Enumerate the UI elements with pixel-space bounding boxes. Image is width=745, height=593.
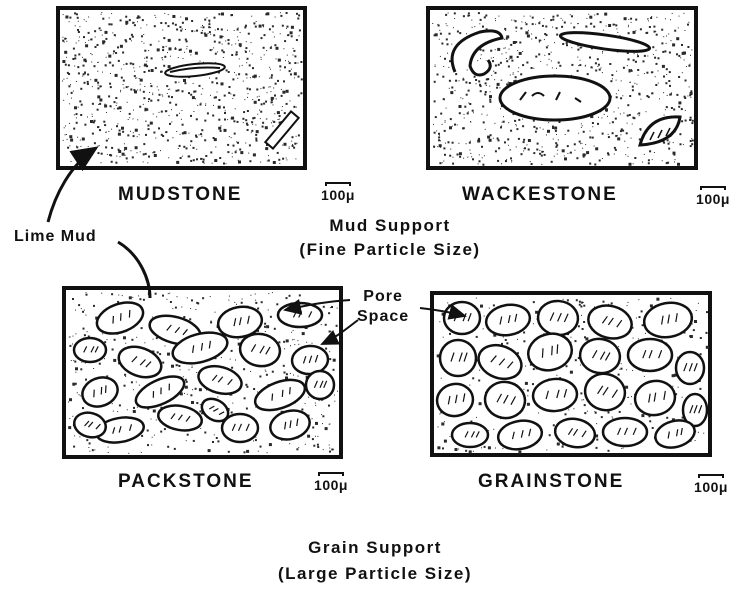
wackestone-scale-text: 100μ xyxy=(688,191,738,207)
packstone-scale-text: 100μ xyxy=(306,477,356,493)
mudstone-label: MUDSTONE xyxy=(118,184,242,206)
mud-support-caption: Mud Support (Fine Particle Size) xyxy=(250,216,530,260)
scale-bar-icon xyxy=(700,186,726,190)
grain-support-caption: Grain Support (Large Particle Size) xyxy=(235,538,515,584)
wackestone-panel xyxy=(428,8,696,168)
pore-space-label: Pore Space xyxy=(357,287,409,327)
mud-support-subtitle: (Fine Particle Size) xyxy=(250,240,530,260)
mudstone-scale-bar: 100μ xyxy=(313,182,363,203)
lime-mud-arrows xyxy=(48,148,150,298)
pore-space-line1: Pore xyxy=(357,287,409,307)
packstone-label: PACKSTONE xyxy=(118,471,254,493)
grainstone-panel xyxy=(432,293,710,455)
scale-bar-icon xyxy=(325,182,351,186)
grainstone-scale-bar: 100μ xyxy=(686,474,736,495)
lime-mud-label: Lime Mud xyxy=(14,228,97,246)
wackestone-scale-bar: 100μ xyxy=(688,186,738,207)
mudstone-scale-text: 100μ xyxy=(313,187,363,203)
wackestone-label: WACKESTONE xyxy=(462,184,618,206)
grainstone-label: GRAINSTONE xyxy=(478,471,624,493)
grain-support-title: Grain Support xyxy=(235,538,515,558)
grainstone-scale-text: 100μ xyxy=(686,479,736,495)
scale-bar-icon xyxy=(318,472,344,476)
grain-support-subtitle: (Large Particle Size) xyxy=(235,564,515,584)
mud-support-title: Mud Support xyxy=(250,216,530,236)
packstone-scale-bar: 100μ xyxy=(306,472,356,493)
pore-space-line2: Space xyxy=(357,307,409,327)
mudstone-panel xyxy=(58,8,305,168)
packstone-panel xyxy=(64,288,341,457)
scale-bar-icon xyxy=(698,474,724,478)
